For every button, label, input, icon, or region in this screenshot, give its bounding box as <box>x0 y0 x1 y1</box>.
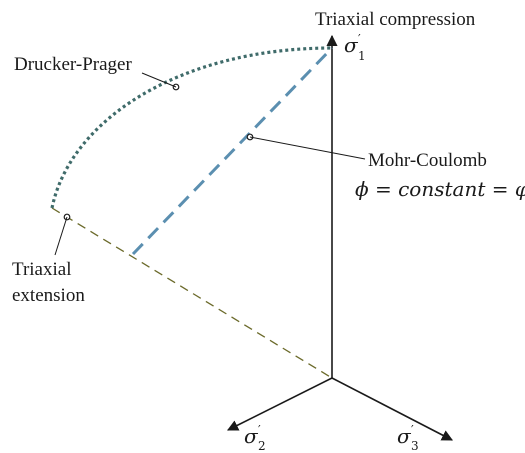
extension-label: extension <box>12 285 85 306</box>
svg-text:2: 2 <box>258 439 266 453</box>
drucker-prager-curve <box>50 46 333 209</box>
phi-equation-label: ϕ = constant = φ <box>355 177 525 201</box>
sigma3-label: σ ′ 3 <box>397 423 419 453</box>
svg-text:σ: σ <box>244 424 259 448</box>
triaxial-label: Triaxial <box>12 259 71 280</box>
triaxial-extension-line <box>51 207 333 379</box>
svg-text:3: 3 <box>411 439 419 453</box>
triaxial-compression-label: Triaxial compression <box>315 9 476 30</box>
svg-text:1: 1 <box>358 49 366 63</box>
svg-text:σ: σ <box>397 424 412 448</box>
mohr-coulomb-line <box>131 46 334 256</box>
svg-text:′: ′ <box>411 423 414 437</box>
sigma1-label: σ ′ 1 <box>344 32 366 63</box>
svg-text:′: ′ <box>358 32 361 46</box>
mohr-coulomb-label: Mohr-Coulomb <box>368 150 487 171</box>
drucker-prager-label: Drucker-Prager <box>14 54 132 75</box>
sigma3-axis <box>331 377 453 441</box>
sigma2-axis <box>226 377 333 431</box>
svg-text:σ: σ <box>344 33 359 57</box>
sigma2-label: σ ′ 2 <box>244 423 266 453</box>
triaxial-extension-leader <box>54 216 68 256</box>
mohr-coulomb-leader <box>249 136 366 160</box>
svg-text:′: ′ <box>258 423 261 437</box>
drucker-prager-leader <box>141 72 177 88</box>
